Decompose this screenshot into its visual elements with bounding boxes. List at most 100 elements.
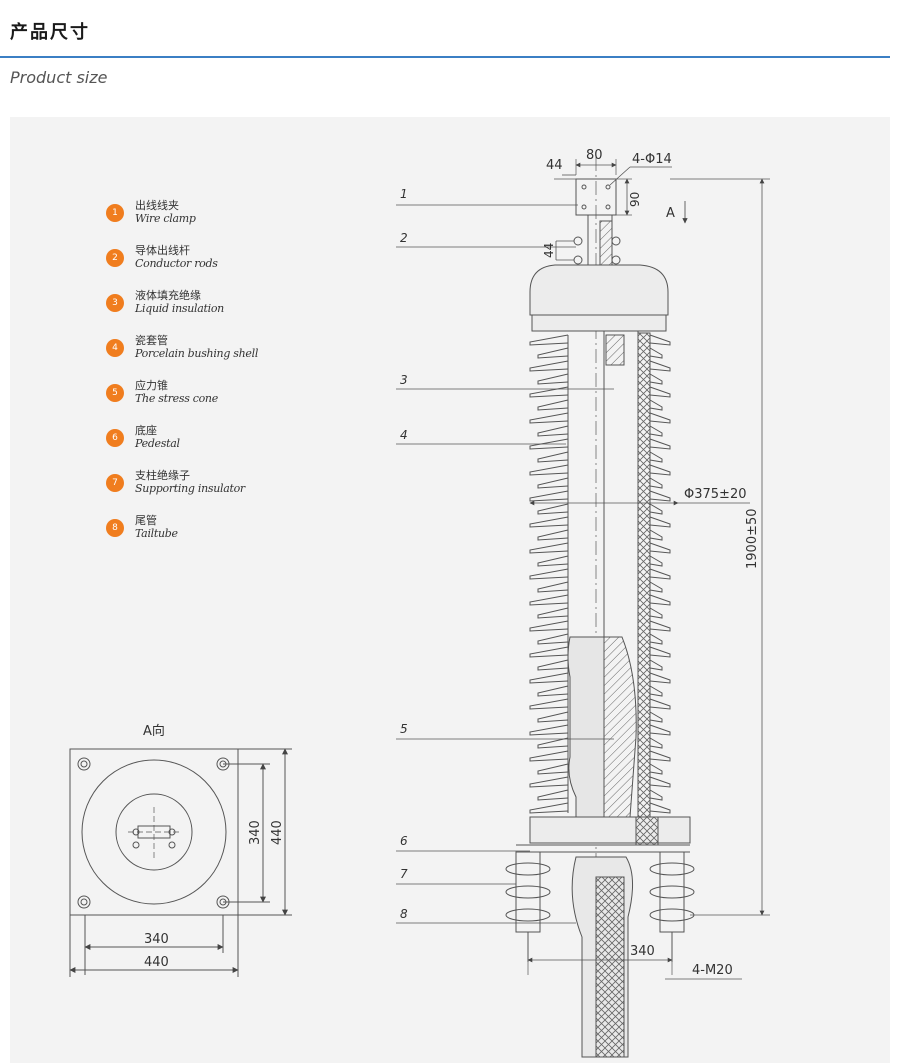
dim-bolts: 4-M20 [692, 963, 733, 978]
shed [649, 802, 671, 814]
shed [529, 490, 569, 502]
legend-label-cn: 导体出线杆 [135, 244, 190, 257]
stress-cone-right [603, 636, 637, 818]
part-label: 1 [400, 187, 408, 201]
dim-bolt-spacing: 340 [630, 944, 655, 959]
shed [649, 360, 671, 372]
flange-outer-circle [81, 759, 227, 905]
dim-clamp-width: 80 [586, 148, 603, 163]
supporting-insulator-right [649, 851, 695, 962]
shed [537, 633, 569, 645]
shed [649, 425, 663, 437]
shed [649, 685, 663, 697]
shed [529, 750, 569, 762]
legend-label-en: Porcelain bushing shell [135, 347, 259, 360]
shed [537, 737, 569, 749]
shed [529, 568, 569, 580]
number-badge: 8 [106, 519, 124, 537]
shed [537, 347, 569, 359]
shed [649, 789, 663, 801]
shed [529, 698, 569, 710]
dim-base-outer: 440 [144, 955, 169, 970]
shed [529, 672, 569, 684]
parts-legend: 1 出线线夹 Wire clamp 2 导体出线杆 Conductor rods… [106, 197, 306, 557]
legend-label-cn: 瓷套管 [135, 334, 168, 347]
page-subtitle: Product size [10, 68, 108, 87]
dim-clamp-height: 90 [628, 192, 642, 207]
shed [649, 659, 663, 671]
bushing-elevation [396, 157, 770, 1058]
number-badge: 6 [106, 429, 124, 447]
a-arrow-label: A [666, 206, 675, 221]
a-view-label: A向 [143, 723, 165, 739]
base-plate-outline [69, 748, 239, 916]
legend-label-cn: 支柱绝缘子 [135, 469, 190, 482]
shed [529, 464, 569, 476]
shed [529, 412, 569, 424]
bolt-hole [77, 895, 91, 909]
part-label: 5 [400, 722, 408, 736]
shed [529, 542, 569, 554]
legend-item: 1 出线线夹 Wire clamp [106, 197, 306, 242]
shed [649, 438, 671, 450]
stress-cone-left [567, 636, 605, 818]
shed [529, 438, 569, 450]
legend-label-en: The stress cone [135, 392, 218, 405]
legend-label-cn: 应力锥 [135, 379, 168, 392]
legend-item: 8 尾管 Tailtube [106, 512, 306, 557]
shed [537, 685, 569, 697]
shed [529, 386, 569, 398]
shed [537, 451, 569, 463]
shed [529, 334, 569, 346]
number-badge: 7 [106, 474, 124, 492]
shed [649, 542, 671, 554]
number-badge: 1 [106, 204, 124, 222]
shed [537, 763, 569, 775]
shed [649, 646, 671, 658]
header-divider [0, 56, 890, 58]
page-title: 产品尺寸 [10, 22, 90, 43]
shed [529, 620, 569, 632]
legend-label-cn: 液体填充绝缘 [135, 289, 201, 302]
shed [649, 763, 663, 775]
legend-item: 2 导体出线杆 Conductor rods [106, 242, 306, 287]
legend-item: 5 应力锥 The stress cone [106, 377, 306, 422]
shed [537, 711, 569, 723]
legend-label-en: Wire clamp [135, 212, 196, 225]
shed [649, 334, 671, 346]
number-badge: 2 [106, 249, 124, 267]
porcelain-sheds [529, 334, 671, 814]
shed [649, 776, 671, 788]
shed [649, 724, 671, 736]
shed [537, 503, 569, 515]
shed [529, 360, 569, 372]
shed [649, 581, 663, 593]
flange-inner-circle [115, 793, 193, 871]
legend-label-en: Liquid insulation [135, 302, 224, 315]
section-wall [637, 332, 651, 818]
shed [537, 477, 569, 489]
shed [529, 724, 569, 736]
conductor-rod-top [573, 220, 621, 266]
number-badge: 4 [106, 339, 124, 357]
pedestal [529, 816, 691, 844]
top-cap [529, 264, 669, 316]
upper-seal [605, 334, 625, 366]
dim-holes: 4-Φ14 [632, 152, 672, 167]
dim-clamp-left: 44 [546, 158, 563, 173]
legend-label-en: Pedestal [135, 437, 180, 450]
shed [649, 698, 671, 710]
legend-label-cn: 尾管 [135, 514, 157, 527]
shed [529, 776, 569, 788]
shed [649, 373, 663, 385]
legend-label-en: Supporting insulator [135, 482, 245, 495]
shed [649, 633, 663, 645]
shed [649, 503, 663, 515]
part-label: 7 [400, 867, 408, 881]
number-badge: 3 [106, 294, 124, 312]
dim-base-side-outer: 440 [270, 820, 285, 845]
shed [537, 399, 569, 411]
shed [537, 529, 569, 541]
part-label: 3 [400, 373, 408, 387]
shed [649, 451, 663, 463]
